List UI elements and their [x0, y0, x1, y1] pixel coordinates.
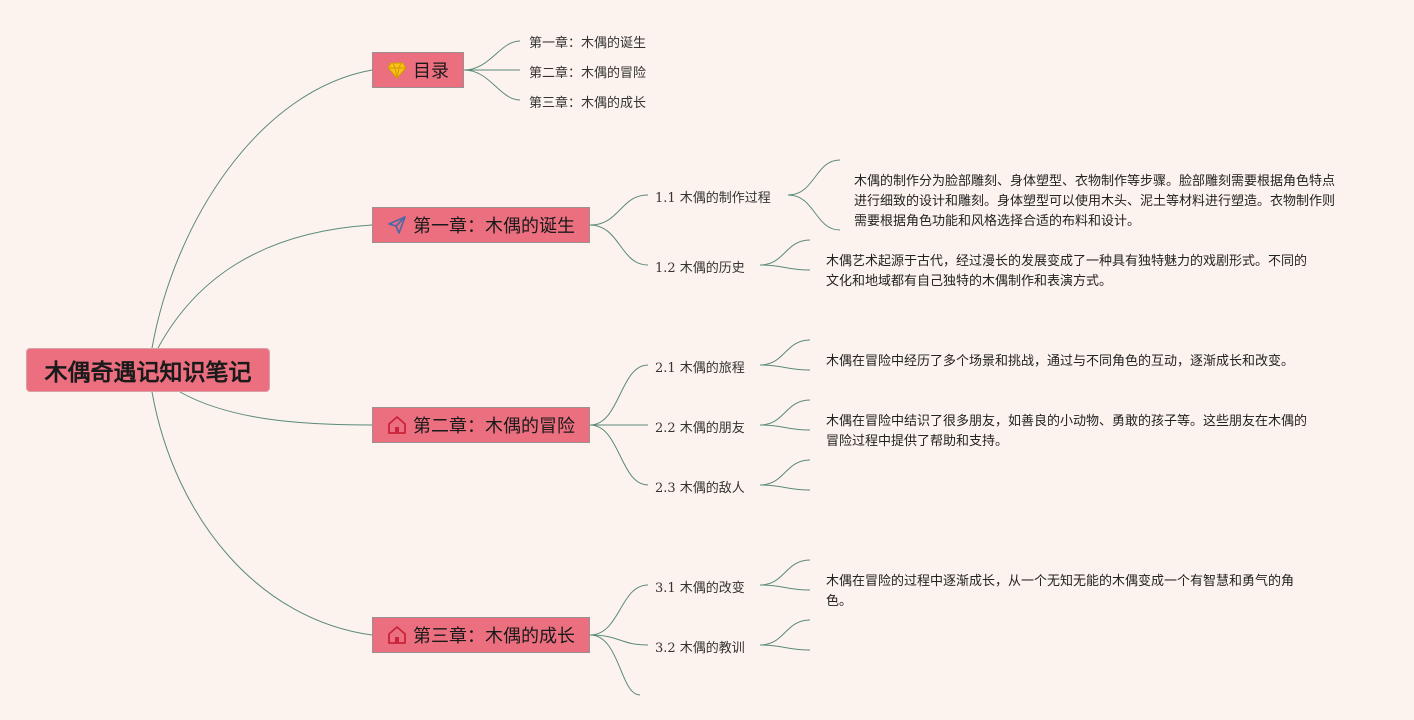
note-1-2: 木偶艺术起源于古代，经过漫长的发展变成了一种具有独特魅力的戏剧形式。不同的文化和…: [826, 254, 1308, 289]
paper-plane-icon: [388, 216, 406, 234]
section-3-1[interactable]: 3.1 木偶的改变: [655, 581, 745, 596]
section-1-2[interactable]: 1.2 木偶的历史: [655, 261, 745, 276]
topic-chapter-1-label: 第一章：木偶的诞生: [413, 216, 575, 237]
note-2-1: 木偶在冒险中经历了多个场景和挑战，通过与不同角色的互动，逐渐成长和改变。: [826, 354, 1295, 369]
root-title: 木偶奇遇记知识笔记: [44, 360, 252, 386]
toc-item-1[interactable]: 第一章：木偶的诞生: [529, 36, 647, 51]
note-1-1: 木偶的制作分为脸部雕刻、身体塑型、衣物制作等步骤。脸部雕刻需要根据角色特点进行细…: [854, 174, 1336, 229]
topic-chapter-1[interactable]: 第一章：木偶的诞生: [372, 207, 590, 243]
home-icon: [388, 416, 406, 434]
toc-item-3[interactable]: 第三章：木偶的成长: [529, 96, 647, 111]
topic-chapter-3-label: 第三章：木偶的成长: [413, 626, 575, 647]
topic-toc-label: 目录: [413, 61, 449, 82]
section-1-1[interactable]: 1.1 木偶的制作过程: [655, 191, 771, 206]
home-icon: [388, 626, 406, 644]
section-2-3[interactable]: 2.3 木偶的敌人: [655, 481, 745, 496]
section-2-2[interactable]: 2.2 木偶的朋友: [655, 421, 745, 436]
topic-chapter-2-label: 第二章：木偶的冒险: [413, 416, 575, 437]
diamond-icon: [387, 62, 407, 79]
note-3-1: 木偶在冒险的过程中逐渐成长，从一个无知无能的木偶变成一个有智慧和勇气的角色。: [826, 574, 1295, 609]
topic-chapter-3[interactable]: 第三章：木偶的成长: [372, 617, 590, 653]
root-node[interactable]: 木偶奇遇记知识笔记: [26, 348, 270, 392]
toc-item-2[interactable]: 第二章：木偶的冒险: [529, 66, 647, 81]
note-2-2: 木偶在冒险中结识了很多朋友，如善良的小动物、勇敢的孩子等。这些朋友在木偶的冒险过…: [826, 414, 1308, 449]
topic-chapter-2[interactable]: 第二章：木偶的冒险: [372, 407, 590, 443]
section-2-1[interactable]: 2.1 木偶的旅程: [655, 361, 745, 376]
topic-toc[interactable]: 目录: [372, 52, 464, 88]
section-3-2[interactable]: 3.2 木偶的教训: [655, 641, 745, 656]
